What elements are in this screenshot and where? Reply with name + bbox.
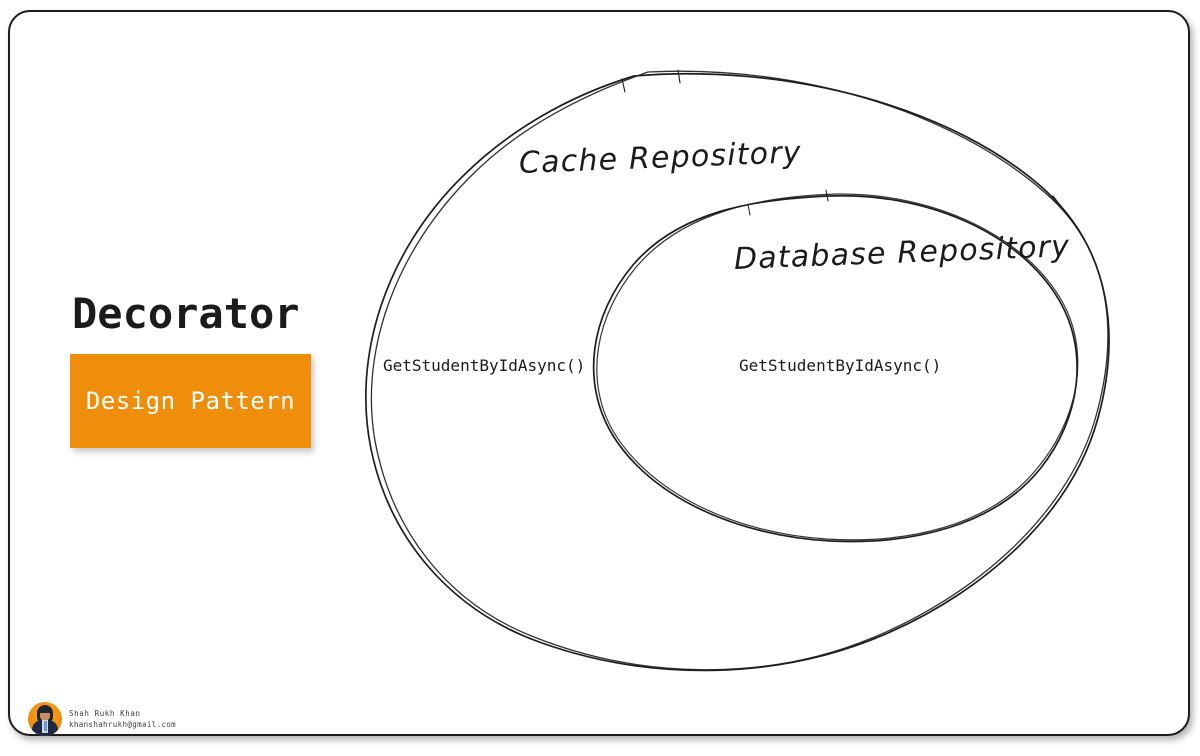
- title-block: Decorator Design Pattern: [70, 289, 370, 449]
- avatar-tie-icon: [44, 721, 47, 731]
- avatar: [28, 702, 62, 736]
- avatar-face-icon: [40, 709, 50, 721]
- author-name: Shah Rukh Khan: [69, 709, 141, 718]
- avatar-hair-front-icon: [38, 706, 52, 713]
- signature-text-group: Shah Rukh Khan khanshahrukh@gmail.com: [69, 709, 176, 729]
- author-email: khanshahrukh@gmail.com: [69, 720, 177, 729]
- inner-ellipse-method-label: GetStudentByIdAsync(): [739, 356, 942, 375]
- design-pattern-badge: Design Pattern: [70, 354, 311, 449]
- page-title: Decorator: [72, 289, 300, 338]
- author-signature: Shah Rukh Khan khanshahrukh@gmail.com: [28, 702, 176, 736]
- design-pattern-badge-label: Design Pattern: [85, 387, 296, 416]
- outer-ellipse-method-label: GetStudentByIdAsync(): [383, 356, 586, 375]
